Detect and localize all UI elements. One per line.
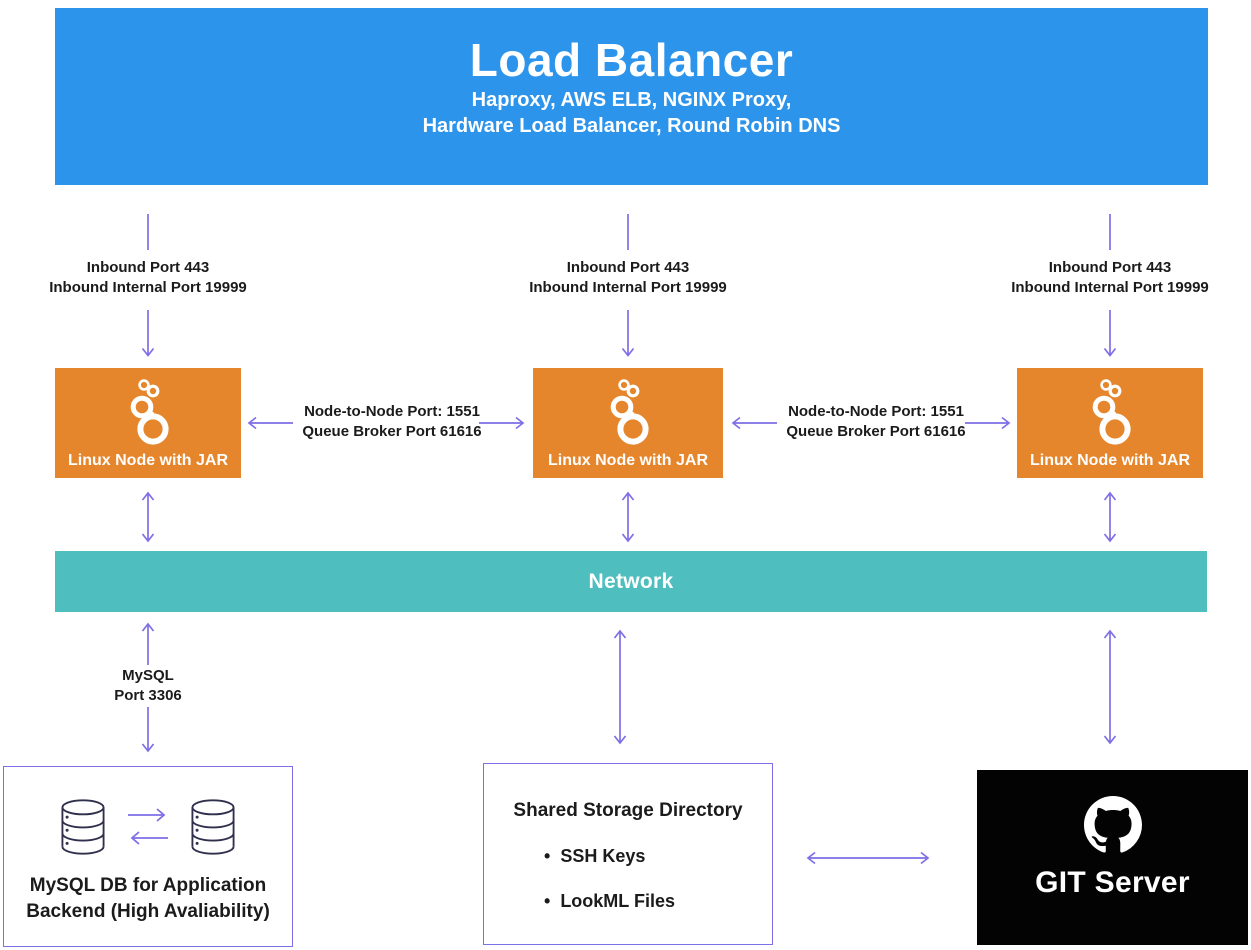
inbound-ports-label: Inbound Port 443 Inbound Internal Port 1… [529,259,727,296]
shared-storage-title: Shared Storage Directory [513,800,743,821]
double-arrow-vertical-icon [141,491,155,543]
shared-storage-box: Shared Storage Directory •SSH Keys •Look… [483,763,773,945]
database-icon [186,798,240,856]
database-icon [56,798,110,856]
list-item: •LookML Files [544,891,675,911]
double-arrow-horizontal-icon [806,851,930,865]
connector-line [627,214,629,250]
down-arrow-icon [1103,310,1117,358]
looker-circles-icon [124,377,172,447]
mysql-db-caption: MySQL DB for Application Backend (High A… [26,875,270,922]
left-arrow-icon [247,416,293,430]
down-arrow-icon [621,310,635,358]
linux-node-box-1: Linux Node with JAR [55,368,241,478]
bullet-glyph: • [544,846,551,866]
network-bar: Network [55,551,1207,612]
linux-node-box-3: Linux Node with JAR [1017,368,1203,478]
linux-node-label: Linux Node with JAR [68,451,228,469]
load-balancer-subtitle-line1: Haproxy, AWS ELB, NGINX Proxy, [471,89,792,111]
double-arrow-vertical-icon [1103,491,1117,543]
inbound-ports-label: Inbound Port 443 Inbound Internal Port 1… [1011,259,1209,296]
right-arrow-icon [965,416,1011,430]
double-arrow-vertical-icon [1103,629,1117,745]
connector-line [1109,214,1111,250]
left-arrow-icon [731,416,777,430]
down-arrow-icon [141,707,155,753]
linux-node-label: Linux Node with JAR [548,451,708,469]
mysql-port-label: MySQL Port 3306 [114,667,182,704]
right-arrow-icon [479,416,525,430]
linux-node-box-2: Linux Node with JAR [533,368,723,478]
up-arrow-icon [141,622,155,665]
load-balancer-subtitle-line2: Hardware Load Balancer, Round Robin DNS [422,115,841,137]
looker-circles-icon [1086,377,1134,447]
database-replication-row [56,797,240,857]
load-balancer-title: Load Balancer [469,34,794,86]
list-item: •SSH Keys [544,846,646,866]
mysql-db-box: MySQL DB for Application Backend (High A… [3,766,293,947]
connector-line [147,214,149,250]
looker-circles-icon [604,377,652,447]
double-arrow-vertical-icon [621,491,635,543]
load-balancer-box: Load Balancer Haproxy, AWS ELB, NGINX Pr… [55,8,1208,185]
github-octocat-icon [1083,796,1142,854]
linux-node-label: Linux Node with JAR [1030,451,1190,469]
double-arrow-vertical-icon [613,629,627,745]
down-arrow-icon [141,310,155,358]
git-server-label: GIT Server [1035,866,1190,899]
replication-arrows-icon [126,802,170,852]
node-link-label: Node-to-Node Port: 1551 Queue Broker Por… [786,403,966,440]
node-link-label: Node-to-Node Port: 1551 Queue Broker Por… [302,403,482,440]
git-server-box: GIT Server [977,770,1248,945]
inbound-ports-label: Inbound Port 443 Inbound Internal Port 1… [49,259,247,296]
network-label: Network [588,569,674,593]
bullet-glyph: • [544,891,551,911]
